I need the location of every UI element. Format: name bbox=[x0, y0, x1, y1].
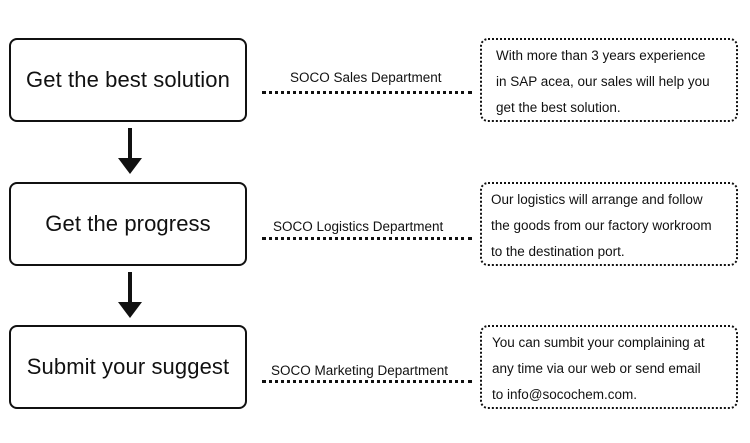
note-box-logistics: Our logistics will arrange and follow th… bbox=[480, 182, 738, 266]
note-line: You can sumbit your complaining at bbox=[492, 335, 705, 350]
down-arrow-icon bbox=[118, 128, 142, 176]
department-label-sales: SOCO Sales Department bbox=[290, 70, 442, 85]
note-line: With more than 3 years experience bbox=[496, 48, 706, 63]
dotted-connector bbox=[262, 91, 472, 94]
dotted-connector bbox=[262, 237, 472, 240]
step-title: Get the progress bbox=[45, 211, 211, 236]
note-box-marketing: You can sumbit your complaining at any t… bbox=[480, 325, 738, 409]
note-box-sales: With more than 3 years experience in SAP… bbox=[480, 38, 738, 122]
note-line: any time via our web or send email bbox=[492, 361, 701, 376]
note-line: to info@socochem.com. bbox=[492, 387, 638, 402]
step-title: Submit your suggest bbox=[26, 354, 230, 379]
step-box-progress: Get the progress bbox=[9, 182, 247, 266]
note-line: get the best solution. bbox=[496, 100, 621, 115]
step-title: Get the best solution bbox=[26, 67, 230, 92]
step-box-suggest: Submit your suggest bbox=[9, 325, 247, 409]
department-label-logistics: SOCO Logistics Department bbox=[273, 219, 444, 234]
department-label-marketing: SOCO Marketing Department bbox=[271, 363, 449, 378]
down-arrow-icon bbox=[118, 272, 142, 320]
note-line: to the destination port. bbox=[491, 244, 625, 259]
dotted-connector bbox=[262, 380, 472, 383]
step-box-solution: Get the best solution bbox=[9, 38, 247, 122]
note-line: in SAP acea, our sales will help you bbox=[496, 74, 710, 89]
note-line: the goods from our factory workroom bbox=[491, 218, 712, 233]
note-line: Our logistics will arrange and follow bbox=[491, 192, 703, 207]
